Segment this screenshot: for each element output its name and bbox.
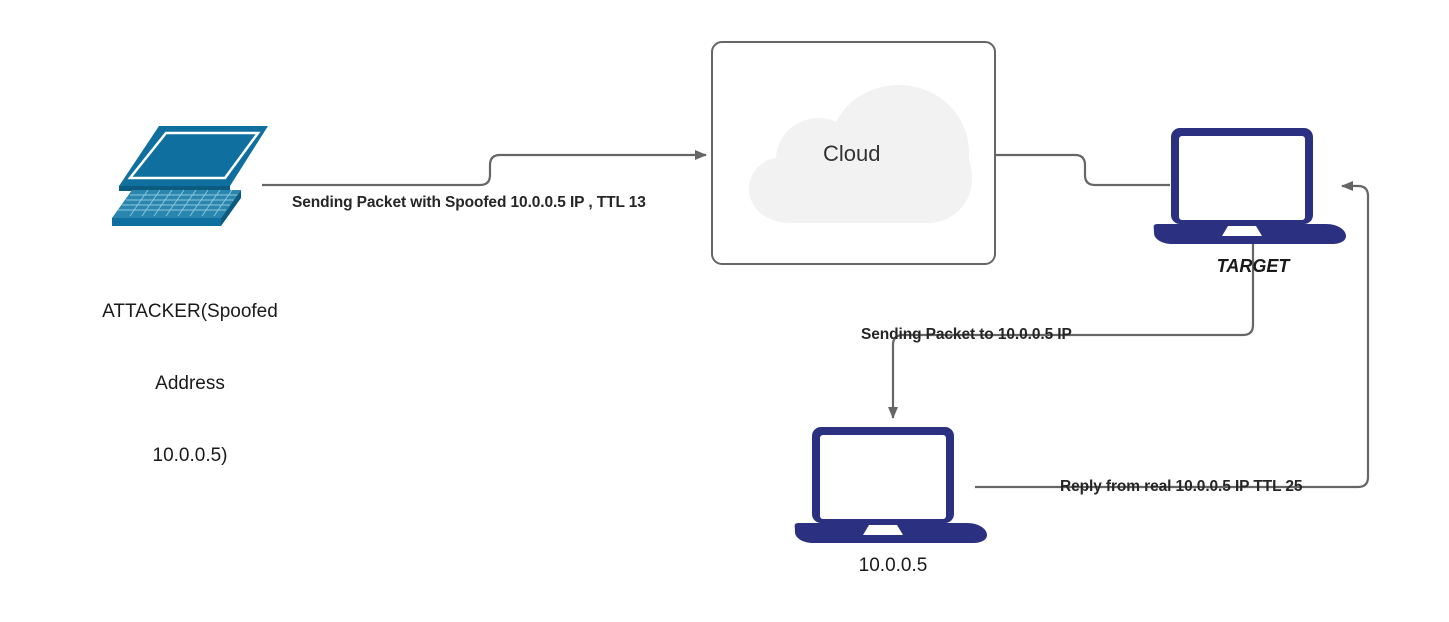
victim-label: 10.0.0.5 <box>858 555 928 576</box>
attacker-label-line3: 10.0.0.5) <box>152 445 228 466</box>
node-attacker[interactable] <box>108 118 268 228</box>
edge-target-to-victim <box>888 243 1255 419</box>
cloud-icon <box>749 85 972 223</box>
edge-label-target-to-victim: Sending Packet to 10.0.0.5 IP <box>861 326 1072 343</box>
attacker-label-line2: Address <box>155 373 225 394</box>
node-victim[interactable] <box>793 425 993 547</box>
target-label: TARGET <box>1216 256 1290 276</box>
cloud-label: Cloud <box>823 141 881 166</box>
node-target[interactable] <box>1152 126 1352 248</box>
laptop-isometric-icon <box>112 126 268 226</box>
cloud-container[interactable]: Cloud <box>711 41 996 265</box>
attacker-label-line1: ATTACKER(Spoofed <box>102 301 278 322</box>
edge-victim-to-target <box>975 181 1370 489</box>
edge-attacker-to-cloud <box>262 150 707 187</box>
edge-label-attacker-to-cloud: Sending Packet with Spoofed 10.0.0.5 IP … <box>292 194 646 211</box>
edge-label-victim-to-target: Reply from real 10.0.0.5 IP TTL 25 <box>1060 478 1303 495</box>
attacker-label: ATTACKER(Spoofed Address 10.0.0.5) <box>65 252 315 516</box>
laptop-front-icon <box>794 427 987 543</box>
laptop-front-icon <box>1153 128 1346 244</box>
edge-cloud-to-target <box>996 153 1170 187</box>
